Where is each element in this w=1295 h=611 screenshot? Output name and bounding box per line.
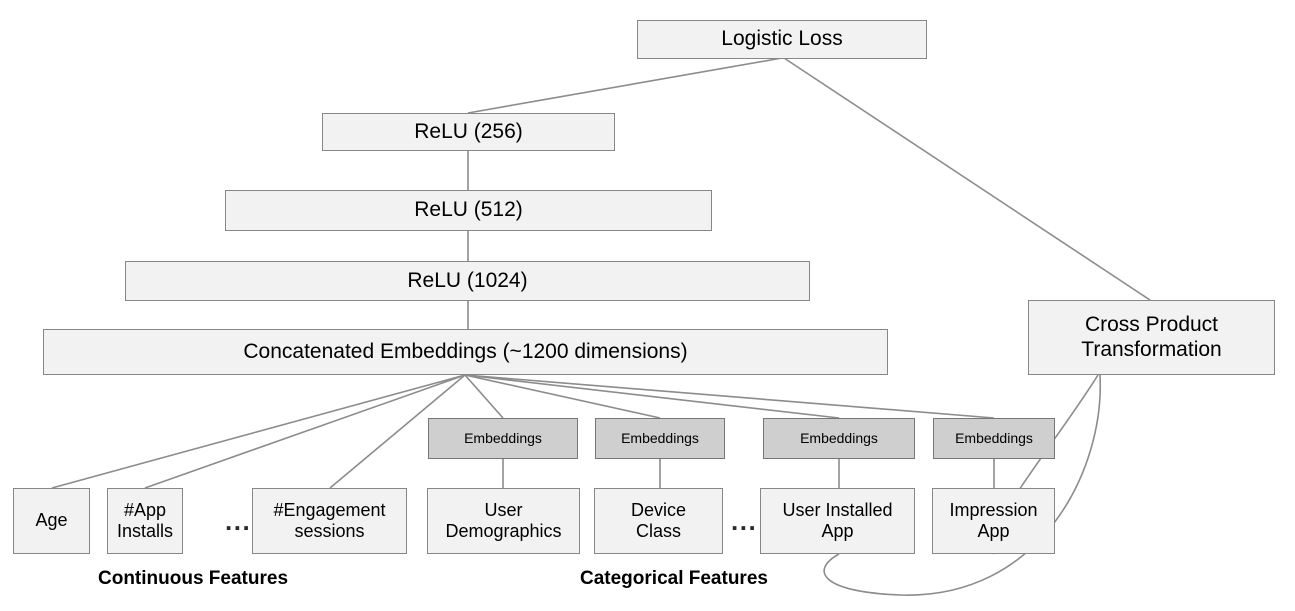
edge-concat-to-embeddings-2 (464, 374, 661, 419)
ellipsis-categorical-label: ... (731, 506, 758, 536)
node-embeddings-1-label: Embeddings (464, 430, 542, 447)
group-label-continuous-features-text: Continuous Features (98, 568, 289, 589)
node-embeddings-4[interactable]: Embeddings (933, 418, 1055, 459)
node-embeddings-4-label: Embeddings (955, 430, 1033, 447)
node-embeddings-1[interactable]: Embeddings (428, 418, 578, 459)
node-relu-256-label: ReLU (256) (414, 119, 523, 143)
node-feature-user-installed-app[interactable]: User Installed App (760, 488, 915, 554)
edge-concat-to-embeddings-3 (464, 374, 840, 419)
node-feature-user-demographics-line-1: User (484, 499, 523, 520)
node-feature-age[interactable]: Age (13, 488, 90, 554)
node-feature-app-installs-line-2: Installs (116, 521, 174, 541)
node-feature-engagement-sessions-line-1: #Engagement (273, 499, 386, 520)
node-embeddings-2-label: Embeddings (621, 430, 699, 447)
node-cross-product-transformation[interactable]: Cross Product Transformation (1028, 300, 1275, 375)
node-feature-age-label: Age (35, 510, 68, 531)
edge-concat-to-embeddings-1 (464, 374, 504, 419)
node-feature-device-class-line-2: Class (635, 521, 681, 541)
node-feature-device-class-line-1: Device (630, 499, 687, 520)
edge-concat-to-age (51, 374, 466, 489)
node-feature-impression-app-line-2: App (977, 521, 1010, 541)
edge-loss-to-cross-product (783, 57, 1151, 301)
node-logistic-loss[interactable]: Logistic Loss (637, 20, 927, 59)
node-relu-1024[interactable]: ReLU (1024) (125, 261, 810, 301)
edge-concat-to-app-installs (144, 374, 466, 489)
node-feature-device-class[interactable]: Device Class (594, 488, 723, 554)
node-embeddings-3[interactable]: Embeddings (763, 418, 915, 459)
node-relu-1024-label: ReLU (1024) (407, 268, 528, 292)
edge-loss-to-relu256 (467, 57, 783, 114)
node-feature-engagement-sessions[interactable]: #Engagement sessions (252, 488, 407, 554)
node-feature-engagement-sessions-line-2: sessions (294, 521, 365, 541)
node-feature-impression-app[interactable]: Impression App (932, 488, 1055, 554)
edge-cross-product-to-user-installed-app (823, 374, 1102, 596)
group-label-categorical-features-text: Categorical Features (580, 568, 768, 589)
node-concatenated-embeddings[interactable]: Concatenated Embeddings (~1200 dimension… (43, 329, 888, 375)
edge-concat-to-embeddings-4 (464, 374, 995, 419)
node-feature-app-installs-line-1: #App (123, 499, 167, 520)
node-embeddings-3-label: Embeddings (800, 430, 878, 447)
ellipsis-categorical: ... (731, 508, 757, 534)
ellipsis-continuous-label: ... (225, 506, 252, 536)
node-relu-512[interactable]: ReLU (512) (225, 190, 712, 231)
node-feature-user-demographics-line-2: Demographics (445, 521, 562, 541)
node-feature-impression-app-line-1: Impression (949, 499, 1038, 520)
group-label-continuous-features: Continuous Features (98, 568, 288, 590)
group-label-categorical-features: Categorical Features (580, 568, 768, 590)
node-relu-256[interactable]: ReLU (256) (322, 113, 615, 151)
node-concatenated-embeddings-label: Concatenated Embeddings (~1200 dimension… (243, 339, 688, 363)
node-relu-512-label: ReLU (512) (414, 198, 523, 222)
ellipsis-continuous: ... (225, 508, 251, 534)
node-feature-app-installs[interactable]: #App Installs (107, 488, 183, 554)
node-cross-product-line-2: Transformation (1081, 337, 1222, 361)
node-feature-user-installed-app-line-1: User Installed (782, 499, 893, 520)
node-embeddings-2[interactable]: Embeddings (595, 418, 725, 459)
node-feature-user-demographics[interactable]: User Demographics (427, 488, 580, 554)
node-feature-user-installed-app-line-2: App (821, 521, 854, 541)
node-logistic-loss-label: Logistic Loss (721, 27, 843, 51)
node-cross-product-line-1: Cross Product (1084, 312, 1219, 336)
